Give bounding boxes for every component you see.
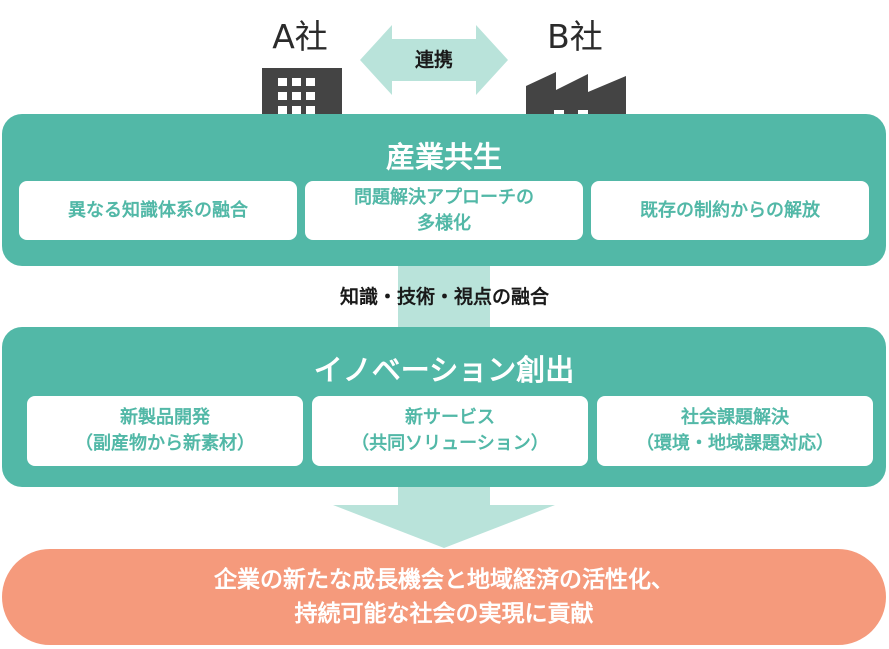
symbiosis-card-constraints: 既存の制約からの解放 [591, 181, 869, 240]
company-b-label: B社 [547, 17, 603, 56]
fusion-label: 知識・技術・視点の融合 [339, 286, 549, 308]
innovation-card-product: 新製品開発 （副産物から新素材） [27, 396, 303, 466]
innovation-title: イノベーション創出 [313, 353, 575, 387]
double-arrow-icon [360, 25, 508, 95]
result-banner: 企業の新たな成長機会と地域経済の活性化、 持続可能な社会の実現に貢献 [2, 549, 886, 645]
innovation-card-service: 新サービス （共同ソリューション） [312, 396, 588, 466]
link-label: 連携 [414, 49, 453, 71]
symbiosis-card-knowledge: 異なる知識体系の融合 [19, 181, 297, 240]
innovation-card-social: 社会課題解決 （環境・地域課題対応） [597, 396, 873, 466]
company-a-label: A社 [272, 17, 328, 56]
industrial-symbiosis-title: 産業共生 [385, 140, 502, 174]
symbiosis-card-approach: 問題解決アプローチの 多様化 [305, 181, 583, 240]
